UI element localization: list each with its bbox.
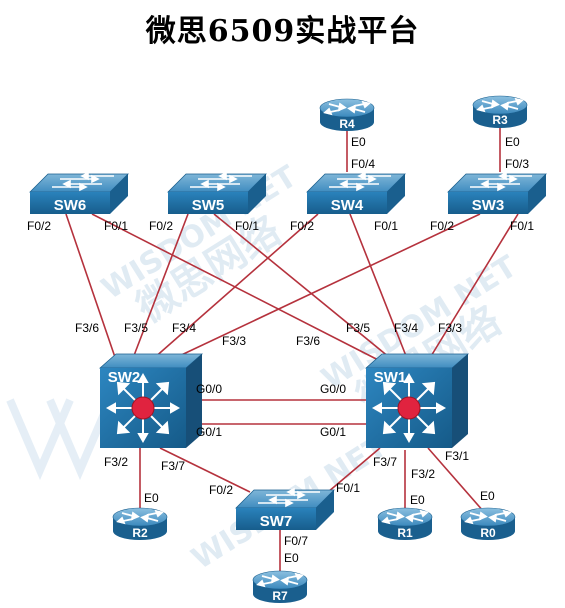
port-sw6-f01: F0/1 (104, 219, 128, 233)
core-switch-sw1-label: SW1 (374, 369, 407, 386)
port-sw1-f32: F3/2 (411, 467, 435, 481)
port-r0-e0: E0 (480, 489, 495, 503)
port-sw6-f02: F0/2 (27, 219, 51, 233)
router-r7[interactable]: R7 (252, 570, 308, 604)
switch-sw3[interactable]: SW3 (447, 172, 547, 215)
link-sw5-sw2 (129, 213, 189, 367)
switch-sw6-label: SW6 (54, 197, 87, 214)
link-sw4-sw2 (144, 213, 319, 367)
router-r7-label: R7 (272, 589, 288, 603)
port-sw2-f34: F3/4 (172, 321, 196, 335)
port-sw2-f33: F3/3 (222, 334, 246, 348)
links (65, 120, 519, 575)
router-r2[interactable]: R2 (112, 507, 168, 541)
router-r3[interactable]: R3 (472, 95, 528, 129)
port-sw2-g00: G0/0 (196, 382, 222, 396)
switch-sw7[interactable]: SW7 (235, 488, 335, 531)
port-sw1-g01: G0/1 (320, 425, 346, 439)
port-sw7-f02: F0/2 (209, 483, 233, 497)
port-r2-e0: E0 (144, 491, 159, 505)
port-sw2-f36: F3/6 (75, 321, 99, 335)
switch-sw4-label: SW4 (331, 197, 364, 214)
link-sw6-sw2 (65, 213, 119, 367)
port-sw2-f37: F3/7 (161, 459, 185, 473)
switch-sw6[interactable]: SW6 (29, 172, 129, 215)
link-sw1-sw7 (327, 447, 381, 493)
port-sw5-f02: F0/2 (149, 219, 173, 233)
port-sw1-f33: F3/3 (438, 321, 462, 335)
switch-sw4[interactable]: SW4 (306, 172, 406, 215)
link-sw5-sw1 (213, 213, 401, 367)
port-sw7-f01: F0/1 (336, 481, 360, 495)
port-r4-e0: E0 (351, 135, 366, 149)
switch-sw7-label: SW7 (260, 513, 293, 530)
link-sw3-sw1 (424, 213, 519, 367)
port-sw1-f36: F3/6 (296, 334, 320, 348)
core-switch-sw2[interactable]: SW2 (99, 353, 203, 449)
port-sw2-g01: G0/1 (196, 425, 222, 439)
port-sw4-f02: F0/2 (290, 219, 314, 233)
port-sw2-f35: F3/5 (124, 321, 148, 335)
port-r3-e0: E0 (505, 135, 520, 149)
port-sw1-g00: G0/0 (320, 382, 346, 396)
port-sw4-f01: F0/1 (374, 219, 398, 233)
core-switch-sw1[interactable]: SW1 (365, 353, 469, 449)
port-sw7-f07: F0/7 (284, 534, 308, 548)
core-switch-sw2-label: SW2 (108, 369, 141, 386)
link-sw6-sw1 (91, 213, 391, 367)
router-r0[interactable]: R0 (460, 507, 516, 541)
switch-sw3-label: SW3 (472, 197, 505, 214)
router-r2-label: R2 (132, 526, 148, 540)
port-sw5-f01: F0/1 (235, 219, 259, 233)
router-r4[interactable]: R4 (319, 98, 375, 132)
port-sw1-f31: F3/1 (445, 449, 469, 463)
router-r3-label: R3 (492, 113, 508, 127)
router-r1[interactable]: R1 (377, 507, 433, 541)
link-sw3-sw2 (157, 213, 481, 367)
link-sw4-sw1 (349, 213, 411, 367)
port-sw1-f37: F3/7 (373, 455, 397, 469)
router-r1-label: R1 (397, 526, 413, 540)
switch-sw5[interactable]: SW5 (167, 172, 267, 215)
link-sw1-r0 (427, 447, 485, 513)
port-r1-e0: E0 (410, 493, 425, 507)
port-sw2-f32: F3/2 (104, 455, 128, 469)
port-sw4-f04: F0/4 (351, 157, 375, 171)
page-title: 微思6509实战平台 (145, 14, 420, 49)
port-sw3-f01: F0/1 (510, 219, 534, 233)
port-sw3-f02: F0/2 (430, 219, 454, 233)
port-labels: E0 F0/4 E0 F0/3 F0/2 F0/1 F0/2 F0/1 F0/2… (27, 135, 534, 565)
link-sw2-sw7 (159, 447, 251, 493)
port-r7-e0: E0 (284, 551, 299, 565)
router-r0-label: R0 (480, 526, 496, 540)
port-sw1-f35: F3/5 (346, 321, 370, 335)
port-sw1-f34: F3/4 (394, 321, 418, 335)
router-r4-label: R4 (339, 117, 355, 131)
port-sw3-f03: F0/3 (505, 157, 529, 171)
switch-sw5-label: SW5 (192, 197, 225, 214)
